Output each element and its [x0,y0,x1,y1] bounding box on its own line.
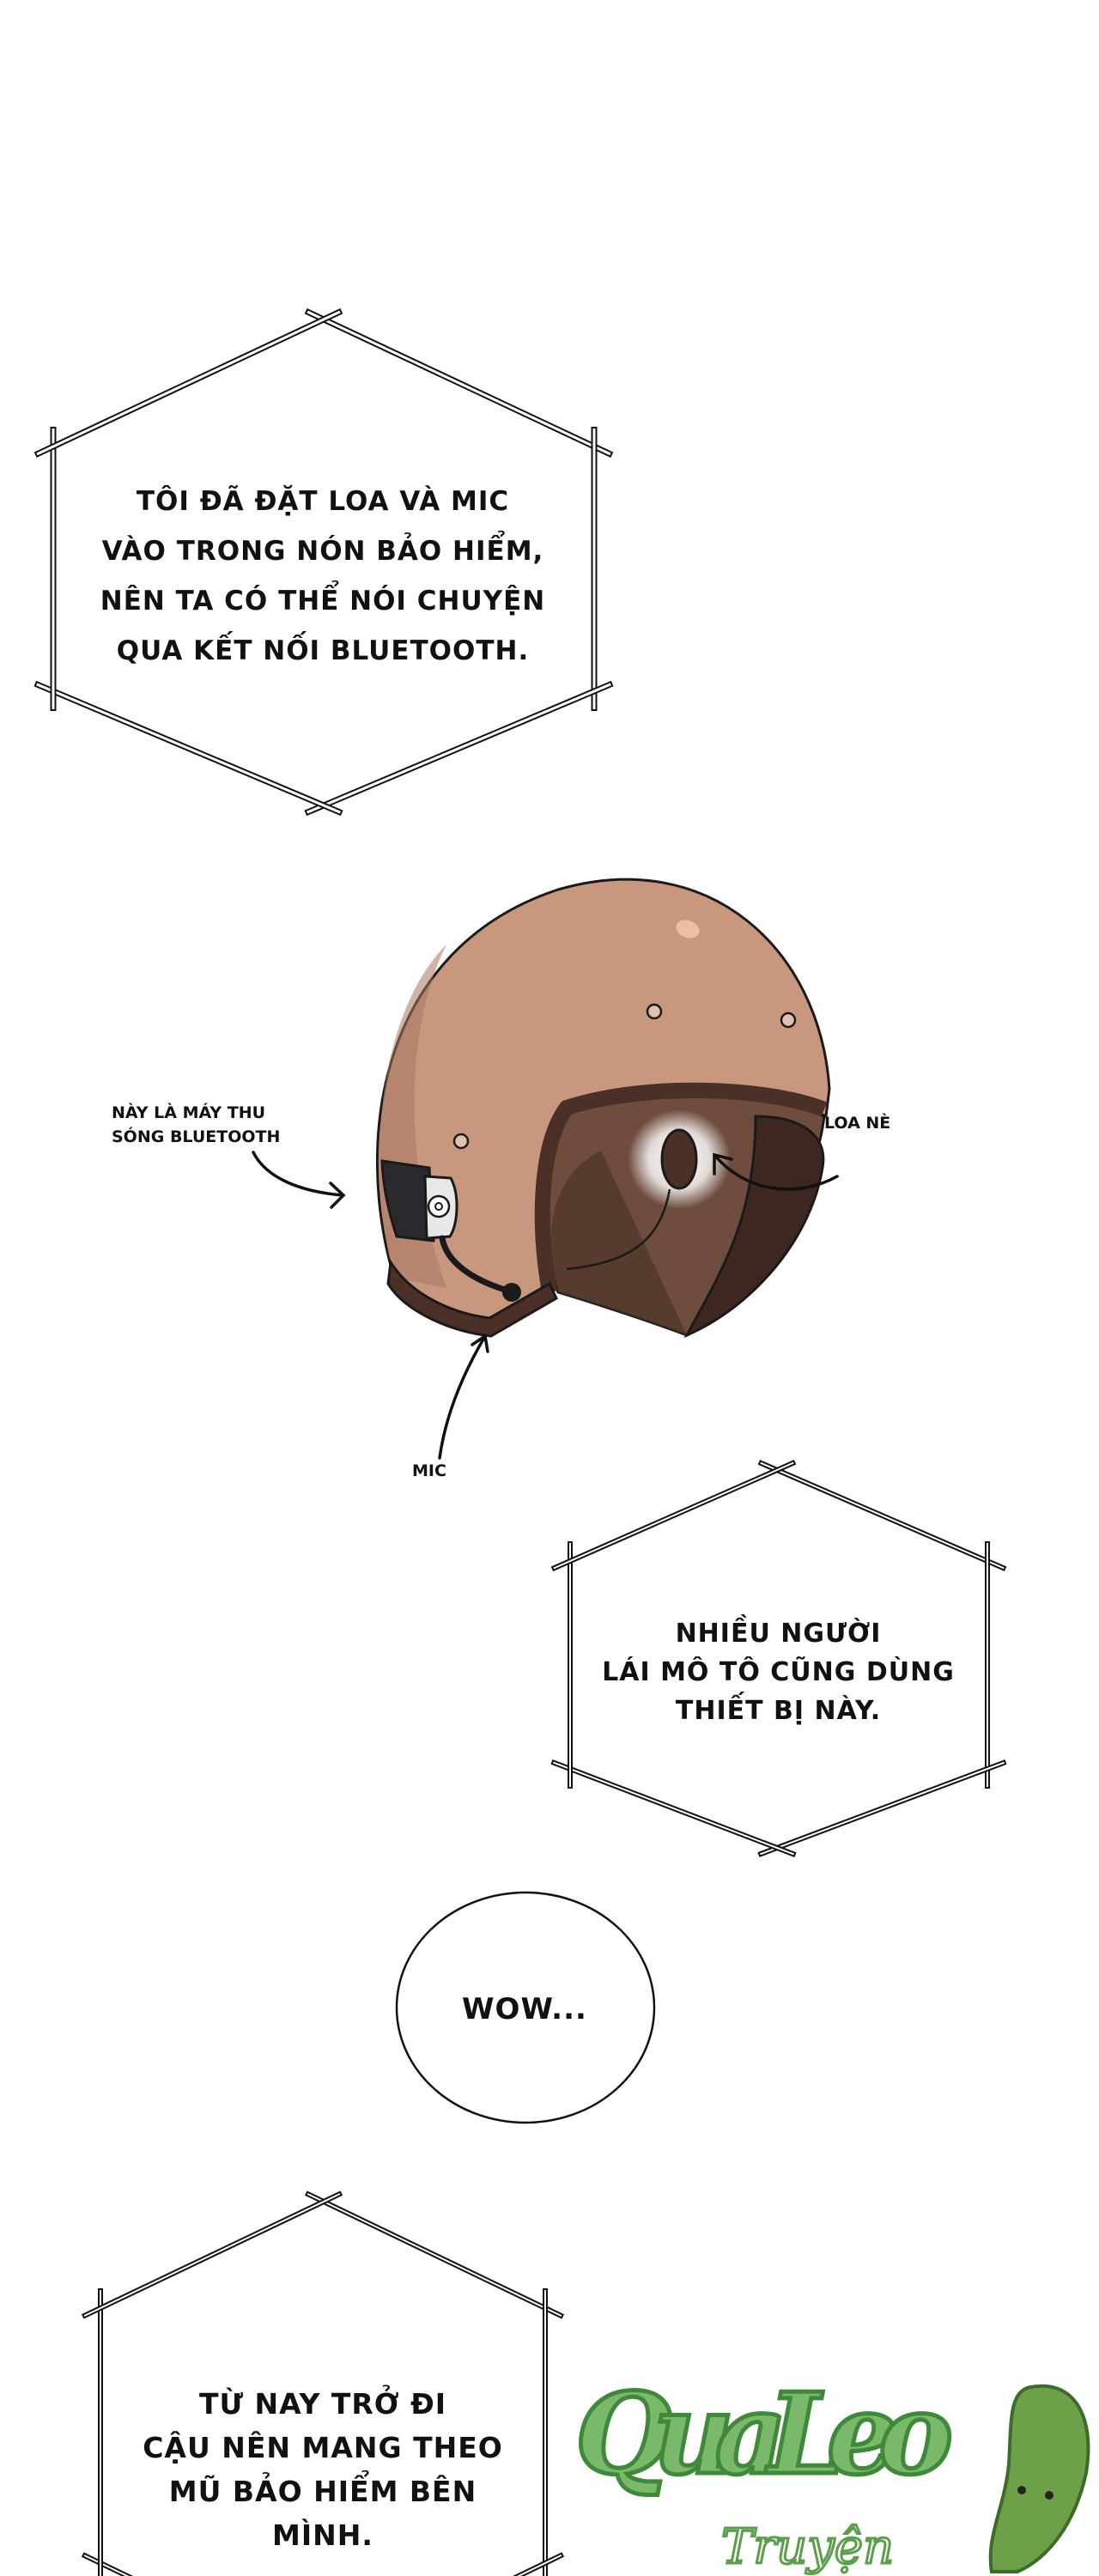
caption-3: TỪ NAY TRỞ ĐI CẬU NÊN MANG THEO MŨ BẢO H… [100,2382,545,2557]
frame-stick [550,1459,797,1572]
hexagon-frame-3 [81,2190,565,2576]
caption-line: NHIỀU NGƯỜI [675,1619,882,1649]
caption-line: QUA KẾT NỐI BLUETOOTH. [116,635,530,666]
frame-stick [757,1759,1007,1857]
mic-boom [439,1235,508,1293]
helmet-highlight [676,920,700,939]
caption-line: MÌNH. [272,2518,373,2552]
bluetooth-button-icon [427,1194,451,1218]
label-bluetooth-receiver: NÀY LÀ MÁY THU SÓNG BLUETOOTH [112,1101,280,1149]
caption-line: LÁI MÔ TÔ CŨNG DÙNG [602,1657,955,1687]
caption-line: TỪ NAY TRỞ ĐI [198,2387,447,2421]
caption-line: VÀO TRONG NÓN BẢO HIỂM, [101,536,544,567]
frame-stick [33,680,343,817]
annotation-arrows [252,1151,839,1460]
rivet [452,1133,470,1150]
frame-stick [81,2552,134,2576]
helmet-bottom-rim [386,1258,558,1338]
caption-line: NÊN TA CÓ THỂ NÓI CHUYỆN [100,586,546,617]
arrow-mic [438,1334,489,1460]
helmet-rim [534,1082,828,1294]
frame-stick [985,1541,990,1789]
speaker-cable [566,1188,671,1271]
speech-bubble-text: WOW... [462,1992,587,2026]
label-line: SÓNG BLUETOOTH [112,1127,281,1146]
bluetooth-button-center [434,1202,443,1211]
mic-icon [502,1283,521,1302]
frame-stick [50,427,57,711]
label-speaker: LOA NÈ [824,1114,891,1133]
frame-stick [591,427,598,711]
frame-stick [81,2190,343,2319]
helmet-chin-pad [683,1115,825,1339]
hexagon-frame-2 [550,1459,1007,1858]
rivet [780,1012,797,1029]
frame-stick [550,1759,797,1858]
caption-2: NHIỀU NGƯỜI LÁI MÔ TÔ CŨNG DÙNG THIẾT BỊ… [570,1614,987,1730]
frame-stick [33,308,343,458]
bluetooth-receiver [380,1159,435,1242]
caption-line: MŨ BẢO HIỂM BÊN [168,2475,477,2508]
frame-stick [513,2552,565,2576]
caption-1: TÔI ĐÃ ĐẶT LOA VÀ MIC VÀO TRONG NÓN BẢO … [52,477,594,676]
rivet [646,1003,663,1020]
caption-line: CẬU NÊN MANG THEO [143,2431,503,2464]
speech-bubble [395,1891,656,2124]
hexagon-caption-frames [33,308,1007,2576]
frame-stick [757,1460,1007,1571]
arrow-speaker [713,1152,839,1191]
label-mic: MIC [412,1461,446,1480]
frame-stick [543,2288,548,2576]
frame-stick [304,680,614,817]
helmet-interior-shadow [550,1151,687,1335]
frame-stick [568,1541,573,1789]
caption-line: TÔI ĐÃ ĐẶT LOA VÀ MIC [136,486,510,517]
arrow-bluetooth [252,1151,346,1209]
frame-stick [304,308,614,458]
frame-stick [98,2288,103,2576]
hexagon-frame-1 [33,308,614,817]
frame-stick [304,2190,565,2319]
speaker-icon [660,1128,698,1190]
label-line: NÀY LÀ MÁY THU [112,1103,266,1122]
helmet-illustration [252,878,839,1460]
caption-line: THIẾT BỊ NÀY. [675,1696,882,1726]
